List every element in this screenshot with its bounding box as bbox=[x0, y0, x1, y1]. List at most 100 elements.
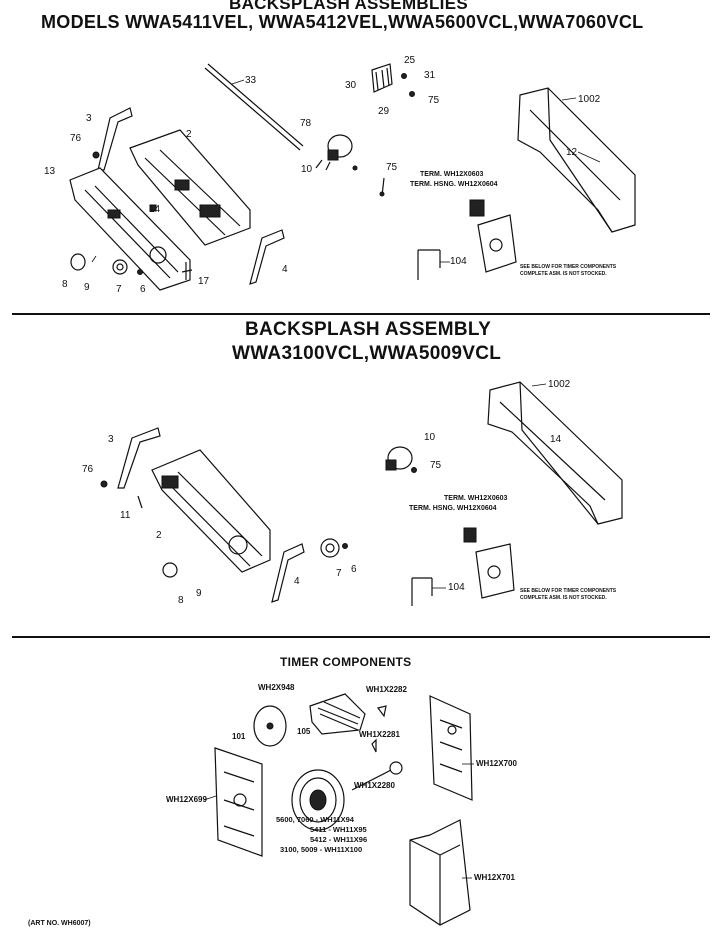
callout-104-s2: 104 bbox=[448, 582, 465, 593]
callout-13: 13 bbox=[44, 166, 56, 177]
callout-9: 9 bbox=[84, 282, 90, 293]
callout-78: 78 bbox=[300, 118, 312, 129]
callout-6-s2: 6 bbox=[351, 564, 357, 575]
knob-line-3: 5412 - WH11X96 bbox=[310, 835, 367, 844]
callout-3-s2: 3 bbox=[108, 434, 114, 445]
timer-components-title: TIMER COMPONENTS bbox=[280, 655, 412, 669]
callout-14-s2: 14 bbox=[550, 434, 562, 445]
art-number: (ART NO. WH6007) bbox=[28, 920, 91, 927]
button-14 bbox=[149, 204, 157, 212]
clip-6 bbox=[137, 269, 143, 275]
section2-notes: TERM. WH12X0603 TERM. HSNG. WH12X0604 SE… bbox=[409, 495, 617, 601]
callout-75-s2: 75 bbox=[430, 460, 442, 471]
section1-parts bbox=[69, 63, 636, 291]
callout-4-s2: 4 bbox=[294, 576, 300, 587]
endcap-1002 bbox=[517, 87, 636, 233]
callout-104: 104 bbox=[450, 256, 467, 267]
callout-17: 17 bbox=[198, 276, 210, 287]
callout-75b: 75 bbox=[386, 162, 398, 173]
note1-see-below-1: SEE BELOW FOR TIMER COMPONENTS bbox=[520, 264, 617, 270]
callout-7: 7 bbox=[116, 284, 122, 295]
label-wh1x2280: WH1X2280 bbox=[354, 781, 395, 790]
callout-6: 6 bbox=[140, 284, 146, 295]
callout-25: 25 bbox=[404, 55, 416, 66]
callout-33: 33 bbox=[245, 75, 257, 86]
knob-line-2: 5411 - WH11X95 bbox=[310, 825, 367, 834]
callout-30: 30 bbox=[345, 80, 357, 91]
timer-assembly-s2 bbox=[475, 543, 515, 599]
callout-29: 29 bbox=[378, 106, 390, 117]
callout-31: 31 bbox=[424, 70, 436, 81]
bracket-104 bbox=[417, 249, 441, 280]
section-title-top: BACKSPLASH ASSEMBLIES bbox=[229, 0, 468, 13]
knob-line-1: 5600, 7060 - WH11X94 bbox=[276, 815, 355, 824]
callout-12: 12 bbox=[566, 147, 578, 158]
bracket-wh12x700 bbox=[429, 695, 473, 801]
bracket-3 bbox=[97, 107, 133, 171]
callout-2: 2 bbox=[186, 129, 192, 140]
callout-76: 76 bbox=[70, 133, 82, 144]
callout-2-s2: 2 bbox=[156, 530, 162, 541]
callout-10: 10 bbox=[301, 164, 313, 175]
models-line-mid: WWA3100VCL,WWA5009VCL bbox=[232, 343, 502, 364]
nut-31 bbox=[401, 73, 407, 79]
note2-see-below-1: SEE BELOW FOR TIMER COMPONENTS bbox=[520, 588, 617, 594]
note1-hsng: TERM. HSNG. WH12X0604 bbox=[410, 181, 498, 188]
divider-bottom bbox=[12, 636, 710, 638]
bracket-4 bbox=[249, 229, 285, 285]
callout-7-s2: 7 bbox=[336, 568, 342, 579]
callout-10-s2: 10 bbox=[424, 432, 436, 443]
label-wh2x948: WH2X948 bbox=[258, 683, 295, 692]
note2-hsng: TERM. HSNG. WH12X0604 bbox=[409, 505, 497, 512]
terminal-spring bbox=[469, 199, 485, 217]
backsplash-panel-2-s2 bbox=[151, 449, 271, 573]
note2-term: TERM. WH12X0603 bbox=[444, 495, 508, 502]
plate-wh12x699 bbox=[214, 747, 263, 857]
screw-75a bbox=[409, 91, 415, 97]
timer-labels: WH2X948 WH1X2282 101 105 WH1X2281 WH12X7… bbox=[166, 683, 517, 882]
knob-8-s2 bbox=[162, 562, 178, 578]
note1-see-below-2: COMPLETE ASM. IS NOT STOCKED. bbox=[520, 271, 607, 277]
control-panel-13 bbox=[69, 167, 191, 291]
timer-parts bbox=[214, 693, 473, 926]
label-wh12x701: WH12X701 bbox=[474, 873, 515, 882]
knob-line-4: 3100, 5009 - WH11X100 bbox=[280, 845, 362, 854]
callout-4: 4 bbox=[282, 264, 288, 275]
callout-8-s2: 8 bbox=[178, 595, 184, 606]
bracket-104-s2 bbox=[411, 577, 433, 606]
callout-8: 8 bbox=[62, 279, 68, 290]
label-wh1x2281: WH1X2281 bbox=[359, 730, 400, 739]
bracket-3-s2 bbox=[117, 427, 161, 489]
section1-notes: TERM. WH12X0603 TERM. HSNG. WH12X0604 SE… bbox=[410, 171, 617, 277]
clip-wh1x2282 bbox=[376, 705, 387, 718]
callout-1002-s2: 1002 bbox=[548, 379, 571, 390]
divider-top bbox=[12, 313, 710, 315]
callout-3: 3 bbox=[86, 113, 92, 124]
callout-76-s2: 76 bbox=[82, 464, 94, 475]
terminal-block-25 bbox=[371, 63, 393, 93]
label-wh12x700: WH12X700 bbox=[476, 759, 517, 768]
section2-callout-labels: 3 76 11 2 8 9 7 6 4 10 75 1002 14 104 bbox=[82, 379, 571, 606]
section2-parts bbox=[100, 381, 623, 606]
label-101: 101 bbox=[232, 732, 246, 741]
section-title-mid: BACKSPLASH ASSEMBLY bbox=[245, 319, 492, 340]
rod-33 bbox=[204, 63, 304, 151]
cam-stack-105 bbox=[309, 693, 366, 735]
callout-75a: 75 bbox=[428, 95, 440, 106]
models-line-top: MODELS WWA5411VEL, WWA5412VEL,WWA5600VCL… bbox=[41, 12, 644, 32]
knob-7 bbox=[112, 259, 128, 275]
screw-76 bbox=[92, 151, 100, 159]
label-wh1x2282: WH1X2282 bbox=[366, 685, 407, 694]
note2-see-below-2: COMPLETE ASM. IS NOT STOCKED. bbox=[520, 595, 607, 601]
clip-wh1x2281 bbox=[371, 738, 377, 753]
screw-17 bbox=[181, 262, 193, 280]
note1-term: TERM. WH12X0603 bbox=[420, 171, 484, 178]
clip-11 bbox=[137, 495, 143, 509]
callout-14: 14 bbox=[149, 204, 161, 215]
callout-9-s2: 9 bbox=[196, 588, 202, 599]
callout-11-s2: 11 bbox=[120, 510, 131, 521]
callout-1002: 1002 bbox=[578, 94, 601, 105]
label-105: 105 bbox=[297, 727, 311, 736]
